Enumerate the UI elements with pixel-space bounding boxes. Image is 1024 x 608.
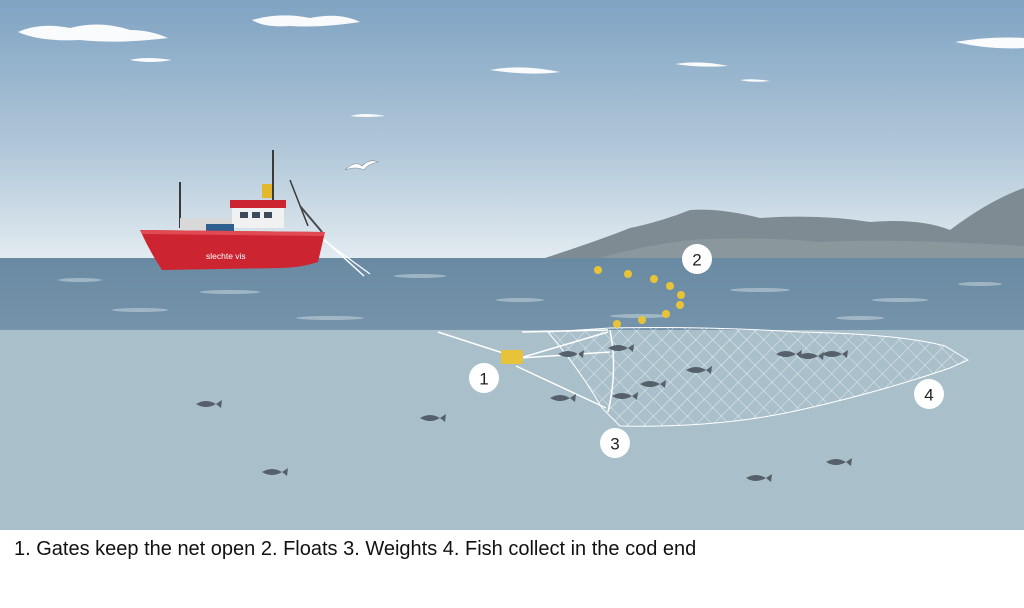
boat-name: slechte vis [206, 251, 246, 261]
fish [822, 350, 848, 358]
fishing-boat: slechte vis [140, 150, 371, 277]
clouds [18, 15, 1024, 117]
diagram-caption: 1. Gates keep the net open 2. Floats 3. … [14, 538, 697, 560]
fish [612, 392, 638, 400]
fish [262, 468, 288, 476]
label-weights: 3 [600, 428, 630, 458]
trawl-net [546, 327, 970, 427]
fish [826, 458, 852, 466]
fish [196, 400, 222, 408]
seagull [344, 160, 379, 171]
fish [608, 344, 634, 352]
label-floats-number: 2 [692, 251, 701, 270]
fish [686, 366, 712, 374]
waves [58, 274, 1002, 320]
fish [550, 394, 576, 402]
label-floats: 2 [682, 244, 712, 274]
label-weights-number: 3 [610, 435, 619, 454]
fish-school [196, 344, 852, 482]
sky [0, 0, 1024, 258]
label-gates-number: 1 [479, 370, 488, 389]
fish [798, 352, 824, 360]
otter-board-gate [501, 350, 523, 364]
fish [640, 380, 666, 388]
fish [776, 350, 802, 358]
fish [420, 414, 446, 422]
floats [594, 266, 685, 328]
label-cod-end-number: 4 [924, 386, 933, 405]
fish [746, 474, 772, 482]
label-cod-end: 4 [914, 379, 944, 409]
fish [558, 350, 584, 358]
trawl-fishing-diagram: slechte vis [0, 0, 1024, 530]
label-gates: 1 [469, 363, 499, 393]
